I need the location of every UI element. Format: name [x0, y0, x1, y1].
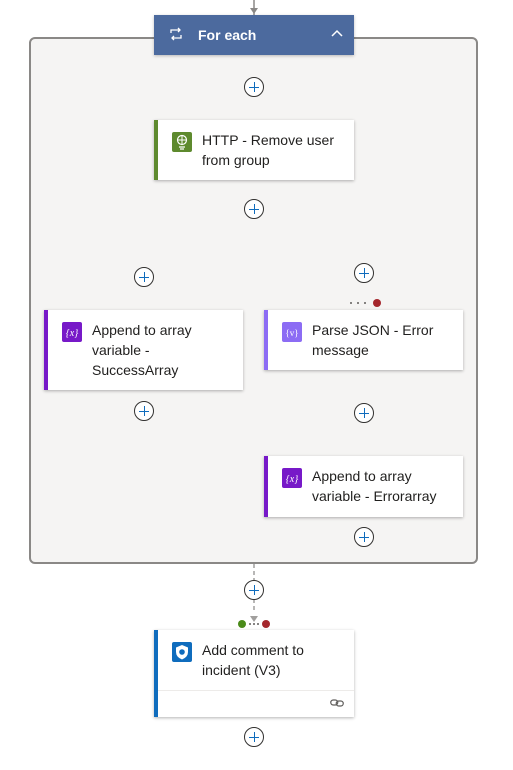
insert-step-button[interactable] — [244, 77, 264, 97]
run-after-indicator — [238, 620, 270, 628]
card-footer-divider — [158, 690, 354, 691]
action-card-parse-json[interactable]: {v} Parse JSON - Error message — [264, 310, 463, 370]
sentinel-icon — [172, 642, 192, 662]
action-card-append-error[interactable]: {x} Append to array variable - Errorarra… — [264, 456, 463, 517]
action-card-add-comment[interactable]: Add comment to incident (V3) — [154, 630, 354, 717]
svg-text:{x}: {x} — [286, 474, 298, 485]
foreach-title: For each — [198, 27, 257, 43]
svg-text:{v}: {v} — [285, 328, 298, 338]
insert-step-button[interactable] — [244, 199, 264, 219]
run-after-indicator — [350, 299, 381, 307]
insert-step-button[interactable] — [354, 263, 374, 283]
action-label: Append to array variable - Errorarray — [312, 468, 437, 504]
action-card-append-success[interactable]: {x} Append to array variable - SuccessAr… — [44, 310, 243, 390]
variable-icon: {x} — [62, 322, 82, 342]
data-operation-icon: {v} — [282, 322, 302, 342]
action-label: Append to array variable - SuccessArray — [92, 322, 192, 378]
insert-step-button[interactable] — [354, 403, 374, 423]
variable-icon: {x} — [282, 468, 302, 488]
svg-text:{x}: {x} — [66, 328, 78, 339]
insert-step-button[interactable] — [134, 401, 154, 421]
http-globe-icon — [172, 132, 192, 152]
action-label: Parse JSON - Error message — [312, 322, 434, 358]
insert-step-button[interactable] — [244, 727, 264, 747]
insert-step-button[interactable] — [354, 527, 374, 547]
loop-icon — [170, 27, 182, 41]
link-icon[interactable] — [330, 698, 344, 708]
chevron-up-icon[interactable] — [328, 25, 346, 43]
insert-step-button[interactable] — [134, 267, 154, 287]
insert-step-button[interactable] — [244, 580, 264, 600]
action-card-http[interactable]: HTTP - Remove user from group — [154, 120, 354, 180]
action-label: HTTP - Remove user from group — [202, 132, 334, 168]
foreach-header[interactable]: For each — [154, 15, 354, 55]
action-label: Add comment to incident (V3) — [202, 642, 304, 678]
